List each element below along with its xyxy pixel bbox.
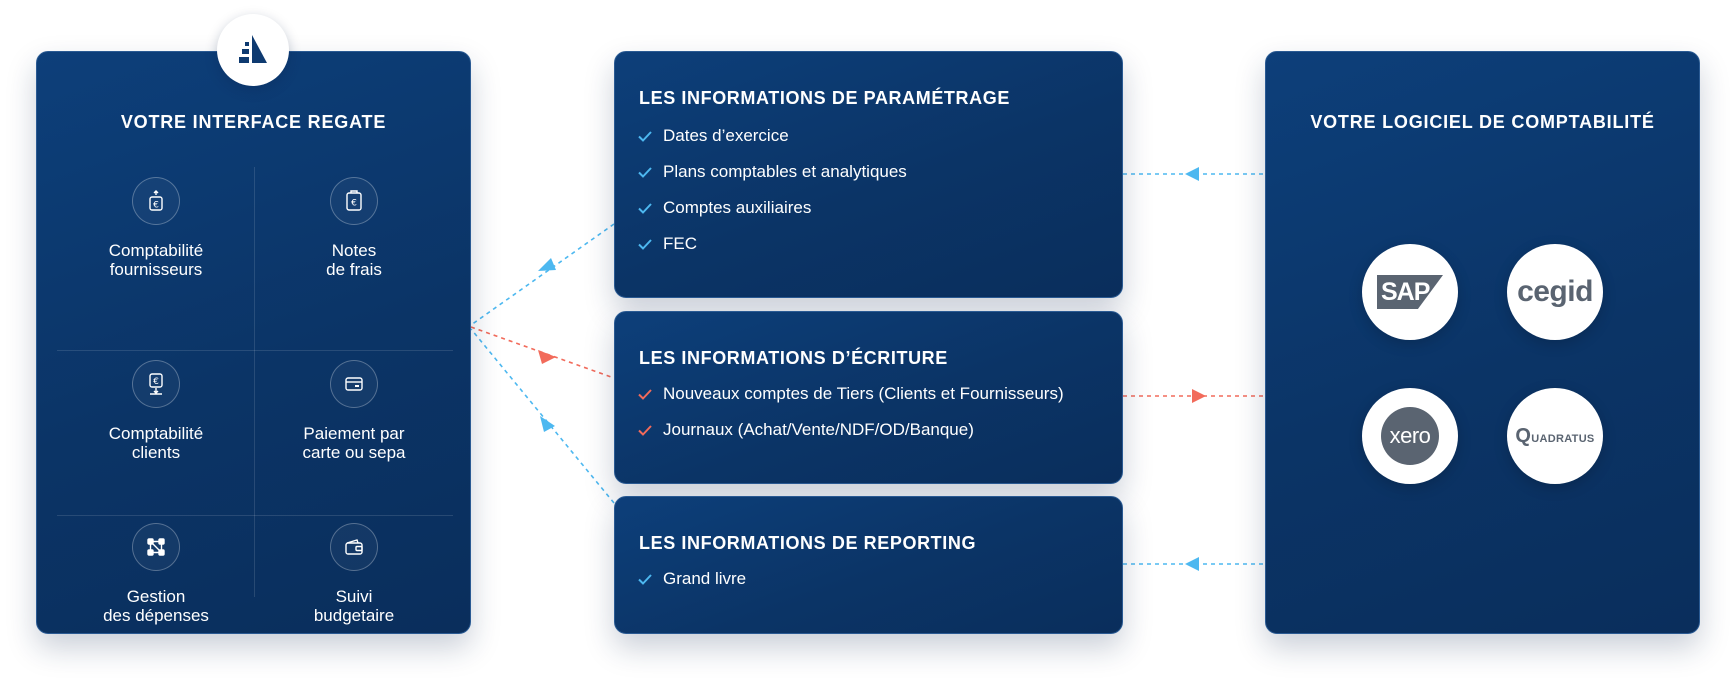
budget-wallet-icon [330,523,378,571]
module-card-payment: Paiement par carte ou sepa [255,360,453,462]
cegid-logo-text: cegid [1517,275,1593,308]
module-label: Suivi budgetaire [313,587,395,625]
list-item-text: Dates d’exercice [663,126,789,145]
module-label: Paiement par carte ou sepa [302,424,406,462]
xero-logo-text: xero [1381,407,1439,465]
list-item: Dates d’exercice [637,118,907,154]
arrow-ecriture-to-software [1192,389,1206,403]
module-supplier-accounting: € Comptabilité fournisseurs [57,177,255,279]
entries-information-title: LES INFORMATIONS D’ÉCRITURE [639,348,948,368]
arrow-param-to-interface [538,258,556,271]
arrow-software-to-param [1185,167,1199,181]
xero-logo: xero [1362,388,1458,484]
list-item-text: Journaux (Achat/Vente/NDF/OD/Banque) [663,420,974,439]
list-item: Grand livre [637,561,746,597]
client-accounting-icon: € [132,360,180,408]
quadratus-logo: QUADRATUS [1507,388,1603,484]
check-icon [638,239,652,250]
arrow-interface-to-ecriture [538,350,556,364]
interface-panel-title: VOTRE INTERFACE REGATE [120,112,387,132]
reporting-information-title: LES INFORMATIONS DE REPORTING [639,533,977,553]
regate-logo [217,14,289,86]
module-client-accounting: € Comptabilité clients [57,360,255,462]
list-item: Plans comptables et analytiques [637,154,907,190]
list-item: Comptes auxiliaires [637,190,907,226]
module-spend-management: Gestion des dépenses [57,523,255,625]
accounting-software-panel: VOTRE LOGICIEL DE COMPTABILITÉ SAP cegid… [1265,51,1700,634]
check-icon [638,167,652,178]
arrow-reporting-to-interface [540,416,555,432]
quadratus-logo-text: QUADRATUS [1515,424,1595,447]
list-item-text: Plans comptables et analytiques [663,162,907,181]
cegid-logo: cegid [1507,244,1603,340]
svg-text:€: € [153,377,159,387]
regate-interface-panel: VOTRE INTERFACE REGATE € Comptabilité fo… [36,51,471,634]
settings-information-title: LES INFORMATIONS DE PARAMÉTRAGE [639,88,1010,108]
arrow-software-to-reporting [1185,557,1199,571]
list-item: Journaux (Achat/Vente/NDF/OD/Banque) [637,412,1064,448]
reporting-information-list: Grand livre [637,561,746,597]
check-icon [638,574,652,585]
module-label: Notes de frais [326,241,382,279]
grid-divider-horizontal [57,350,453,351]
regate-logo-icon [239,35,267,63]
check-icon [638,131,652,142]
svg-text:€: € [153,201,159,211]
sap-logo: SAP [1362,244,1458,340]
list-item-text: Nouveaux comptes de Tiers (Clients et Fo… [663,384,1064,403]
module-label: Comptabilité fournisseurs [108,241,204,279]
module-label: Comptabilité clients [108,424,204,462]
grid-divider-horizontal [57,515,453,516]
software-panel-title: VOTRE LOGICIEL DE COMPTABILITÉ [1310,112,1655,132]
entries-information-box: LES INFORMATIONS D’ÉCRITURE Nouveaux com… [614,311,1123,484]
card-payment-icon [330,360,378,408]
expense-notes-icon: € [330,177,378,225]
check-icon [638,203,652,214]
list-item-text: FEC [663,234,697,253]
sap-logo-text: SAP [1377,275,1443,309]
module-label: Gestion des dépenses [103,587,209,625]
modules-grid: € Comptabilité fournisseurs € Notes de f… [57,167,453,625]
grid-divider-vertical [254,167,255,597]
check-icon [638,389,652,400]
supplier-accounting-icon: € [132,177,180,225]
reporting-information-box: LES INFORMATIONS DE REPORTING Grand livr… [614,496,1123,634]
module-budget-tracking: Suivi budgetaire [255,523,453,625]
list-item-text: Grand livre [663,569,747,588]
connector-reporting-to-interface [470,328,615,504]
connector-param-to-interface [470,223,615,326]
settings-information-box: LES INFORMATIONS DE PARAMÉTRAGE Dates d’… [614,51,1123,298]
connector-interface-to-ecriture [470,326,615,379]
entries-information-list: Nouveaux comptes de Tiers (Clients et Fo… [637,376,1064,448]
svg-text:€: € [351,199,357,209]
check-icon [638,425,652,436]
spend-management-icon [132,523,180,571]
list-item: Nouveaux comptes de Tiers (Clients et Fo… [637,376,1064,412]
settings-information-list: Dates d’exercice Plans comptables et ana… [637,118,907,262]
module-expense-notes: € Notes de frais [255,177,453,279]
list-item-text: Comptes auxiliaires [663,198,812,217]
list-item: FEC [637,226,907,262]
